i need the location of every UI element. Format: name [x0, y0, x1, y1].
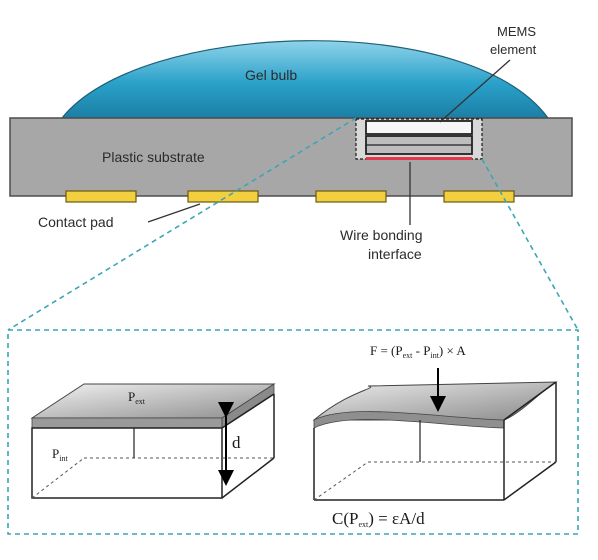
contact-pad-pointer: [147, 203, 201, 223]
mems-label-line1: MEMS: [497, 24, 536, 39]
wire-bonding-label-line1: Wire bonding: [340, 227, 423, 243]
contact-pad-1: [65, 190, 137, 203]
contact-pad-2: [187, 190, 259, 203]
p-ext-label: Pext: [128, 389, 146, 406]
contact-pad-4: [443, 190, 515, 203]
capacitance-formula: C(Pext) = εA/d: [332, 509, 425, 529]
wire-bonding-label-line2: interface: [368, 246, 422, 262]
flat-membrane-box: [30, 383, 276, 499]
p-int-label: Pint: [52, 446, 68, 463]
callout-line-right: [481, 158, 579, 331]
force-formula: F = (Pext - Pint) × A: [370, 343, 466, 360]
mems-element: [355, 118, 483, 160]
gel-bulb: [60, 40, 550, 119]
plastic-substrate-label: Plastic substrate: [102, 149, 205, 165]
distance-label: d: [232, 433, 241, 452]
mems-label-line2: element: [490, 42, 537, 57]
deflected-membrane-box: [312, 368, 558, 501]
gel-bulb-label: Gel bulb: [245, 67, 297, 83]
detail-callout-box: [7, 329, 579, 535]
mems-pointer: [439, 59, 511, 123]
contact-pad-3: [315, 190, 387, 203]
callout-line-left: [7, 117, 357, 331]
contact-pad-label: Contact pad: [38, 214, 114, 230]
wire-bonding-interface: [366, 157, 472, 160]
